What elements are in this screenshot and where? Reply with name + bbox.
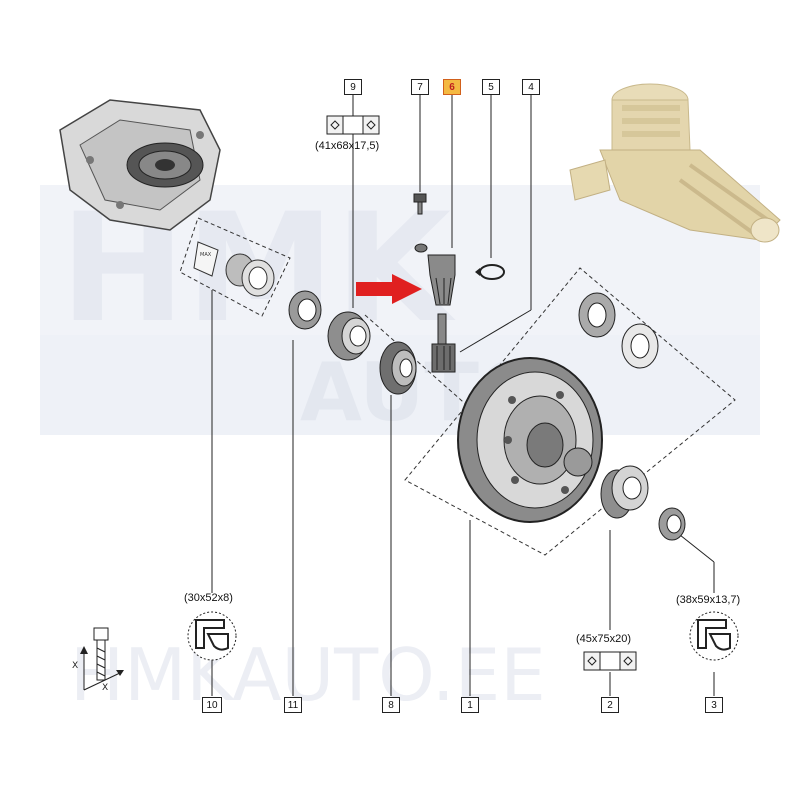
callout-3: 3	[705, 697, 723, 713]
callout-9: 9	[344, 79, 362, 95]
callout-10: 10	[202, 697, 222, 713]
callout-7: 7	[411, 79, 429, 95]
part-bearing-sleeve	[225, 253, 275, 297]
dimension-label-2: (45x75x20)	[576, 633, 632, 645]
part-8-gear	[379, 341, 417, 395]
seal-profile-icon-3	[689, 611, 739, 661]
bolt-axis-label-2: X	[102, 683, 108, 693]
part-7-bolt	[413, 193, 427, 215]
part-6-drive-gear	[414, 243, 456, 306]
dimension-label-3: (38x59x13,7)	[676, 594, 741, 606]
bearing-orientation-icon-9	[326, 115, 380, 135]
part-9-bearing	[327, 311, 371, 361]
leader-lines	[211, 95, 715, 696]
dimension-label-10: (30x52x8)	[184, 592, 233, 604]
part-2-bearing	[600, 465, 649, 519]
part-11-oil-seal	[288, 290, 322, 330]
part-4-pinion-shaft	[431, 313, 456, 373]
part-washers	[578, 292, 659, 369]
bearing-orientation-icon-2	[583, 651, 637, 671]
watermark: HMK AUTO HMKAUTO.EE	[40, 182, 760, 717]
plastic-speedo-gear-photo	[569, 83, 781, 243]
callout-8: 8	[382, 697, 400, 713]
callout-11: 11	[284, 697, 302, 713]
svg-text:MAX: MAX	[200, 252, 212, 258]
callout-2: 2	[601, 697, 619, 713]
bolt-torque-icon: X X	[72, 627, 124, 693]
highlight-arrow	[356, 274, 422, 304]
dashed-group-outlines	[179, 217, 736, 556]
callout-4: 4	[522, 79, 540, 95]
part-5-arrow	[475, 268, 480, 276]
part-3-seal	[658, 507, 686, 541]
seal-profile-icon-10	[187, 611, 237, 661]
gearbox-housing-illustration	[59, 99, 221, 231]
dimension-label-9: (41x68x17,5)	[315, 140, 380, 152]
part-11-seal-kit-box: MAX	[193, 241, 219, 277]
callout-1: 1	[461, 697, 479, 713]
part-1-differential	[457, 357, 603, 523]
bolt-axis-label-1: X	[72, 661, 78, 671]
callout-6-highlighted: 6	[443, 79, 461, 95]
callout-5: 5	[482, 79, 500, 95]
